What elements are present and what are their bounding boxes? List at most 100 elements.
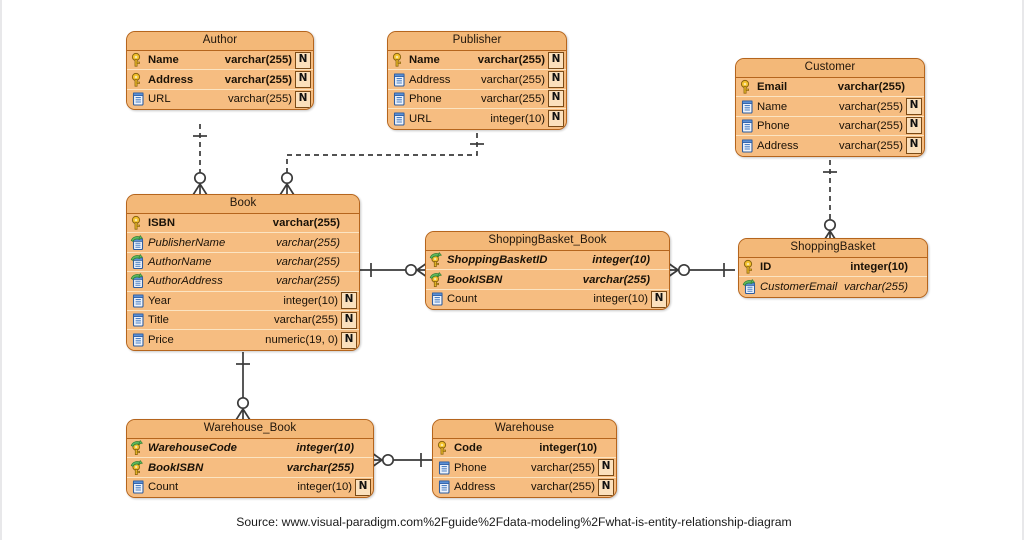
attribute-type: varchar(255) [843, 281, 908, 294]
attribute-type: varchar(255) [477, 54, 545, 67]
attribute-name: Count [447, 293, 478, 306]
relationship-book-warehouse-book[interactable] [235, 352, 251, 421]
column-icon [130, 479, 147, 495]
attribute-name: BookISBN [447, 273, 503, 286]
column-icon [739, 99, 756, 115]
attribute-type: varchar(255) [838, 100, 903, 113]
nullable-badge [600, 441, 614, 456]
attribute-type: integer(10) [283, 294, 338, 307]
attribute-type: varchar(255) [837, 81, 905, 94]
attribute-name: Price [148, 334, 174, 347]
attribute-type: integer(10) [592, 254, 650, 267]
relationship-publisher-book[interactable] [279, 133, 484, 196]
nullable-badge: N [548, 71, 564, 89]
attribute-name: Year [148, 294, 171, 307]
entity-title: Warehouse_Book [127, 420, 373, 438]
relationship-shoppingbasketbook-shoppingbasket[interactable] [667, 262, 735, 278]
key-icon [739, 79, 756, 95]
key-icon [742, 259, 759, 275]
attribute-type: varchar(255) [582, 273, 650, 286]
attribute-type: varchar(255) [838, 119, 903, 132]
relationship-warehousebook-warehouse[interactable] [371, 452, 432, 468]
relationship-customer-shoppingbasket[interactable] [822, 160, 838, 243]
attribute-name: Address [409, 73, 451, 86]
fk-key-icon [429, 252, 446, 268]
attribute-type: integer(10) [539, 442, 597, 455]
attribute-name: AuthorName [148, 255, 212, 268]
attribute-list: ShoppingBasketID integer(10) BookISBN varch… [426, 250, 669, 310]
nullable-badge: N [906, 98, 922, 116]
attribute-name: ID [760, 261, 772, 274]
attribute-type: varchar(255) [286, 461, 354, 474]
attribute-name: BookISBN [148, 461, 204, 474]
attribute-type: varchar(255) [530, 481, 595, 494]
attribute-row[interactable]: BookISBN varchar(255) [127, 458, 373, 478]
nullable-badge [911, 280, 925, 295]
relationship-author-book[interactable] [192, 124, 208, 196]
attribute-row[interactable]: ShoppingBasketID integer(10) [426, 251, 669, 271]
attribute-name: ISBN [148, 217, 175, 230]
fk-column-icon [130, 234, 147, 251]
nullable-badge: N [295, 90, 311, 108]
nullable-badge: N [341, 331, 357, 349]
attribute-name: PublisherName [148, 236, 226, 249]
column-icon [436, 479, 453, 495]
nullable-badge: N [598, 459, 614, 477]
attribute-name: Address [454, 481, 496, 494]
column-icon [130, 332, 147, 348]
nullable-badge: N [906, 137, 922, 155]
attribute-name: ShoppingBasketID [447, 254, 548, 267]
key-icon [130, 52, 147, 68]
nullable-badge [357, 460, 371, 475]
nullable-badge: N [548, 51, 564, 69]
nullable-badge [653, 272, 667, 287]
attribute-name: Phone [454, 461, 487, 474]
attribute-row[interactable]: BookISBN varchar(255) [426, 270, 669, 290]
relationship-book-shoppingbasket-book[interactable] [360, 262, 428, 278]
attribute-type: integer(10) [297, 481, 352, 494]
entity-title: Book [127, 195, 359, 213]
nullable-badge: N [355, 478, 371, 496]
fk-column-icon [130, 273, 147, 289]
entity-title: ShoppingBasket [739, 239, 927, 257]
